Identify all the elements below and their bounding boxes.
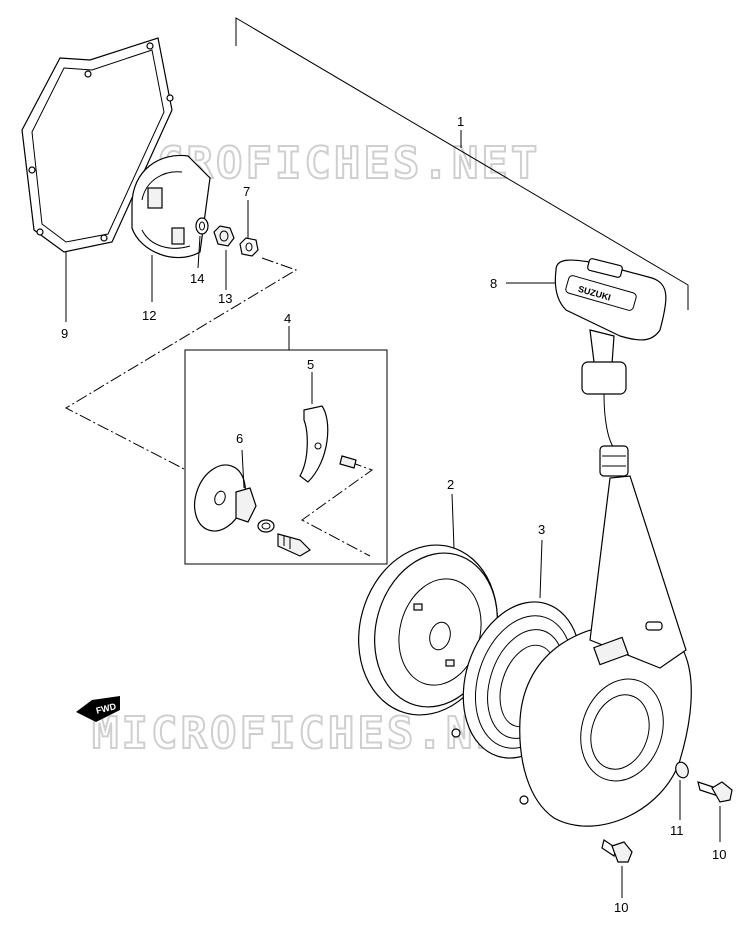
handle-part-8: SUZUKI xyxy=(506,258,667,395)
callout-1: 1 xyxy=(457,114,464,129)
starter-case xyxy=(451,475,692,827)
fwd-label: FWD xyxy=(95,701,118,716)
callout-5: 5 xyxy=(307,357,314,372)
nut-part-7 xyxy=(239,200,259,257)
callout-labels: 1 2 3 4 5 6 7 8 9 10 10 11 12 13 14 xyxy=(61,114,726,915)
callout-4: 4 xyxy=(284,311,291,326)
assembly-bracket-1 xyxy=(235,17,689,310)
bolt-part-10-bottom xyxy=(601,839,633,898)
subassembly-box-part-4 xyxy=(184,326,388,565)
callout-14: 14 xyxy=(190,271,204,286)
spring-small xyxy=(257,519,311,557)
callout-3: 3 xyxy=(538,522,545,537)
callout-12: 12 xyxy=(142,308,156,323)
callout-10-bottom: 10 xyxy=(614,900,628,915)
callout-2: 2 xyxy=(447,477,454,492)
starter-rope xyxy=(599,393,629,477)
washer-part-11 xyxy=(675,761,689,820)
fwd-arrow-icon: FWD xyxy=(76,696,120,722)
callout-9: 9 xyxy=(61,326,68,341)
pin-small xyxy=(339,455,357,469)
bolt-part-10-right xyxy=(697,781,733,842)
callout-6: 6 xyxy=(236,431,243,446)
callout-8: 8 xyxy=(490,276,497,291)
callout-7: 7 xyxy=(243,184,250,199)
callout-10-right: 10 xyxy=(712,847,726,862)
callout-11: 11 xyxy=(670,823,684,838)
nut-part-13 xyxy=(213,225,235,290)
washer-part-14 xyxy=(195,217,209,269)
gasket-part-9 xyxy=(21,37,174,322)
pawl-part-5 xyxy=(299,372,329,483)
leader-lines xyxy=(64,257,374,557)
drive-cup-part-12 xyxy=(131,154,211,302)
reel-part-2 xyxy=(358,493,498,716)
callout-13: 13 xyxy=(218,291,232,306)
ratchet-plate-part-6 xyxy=(194,449,257,532)
